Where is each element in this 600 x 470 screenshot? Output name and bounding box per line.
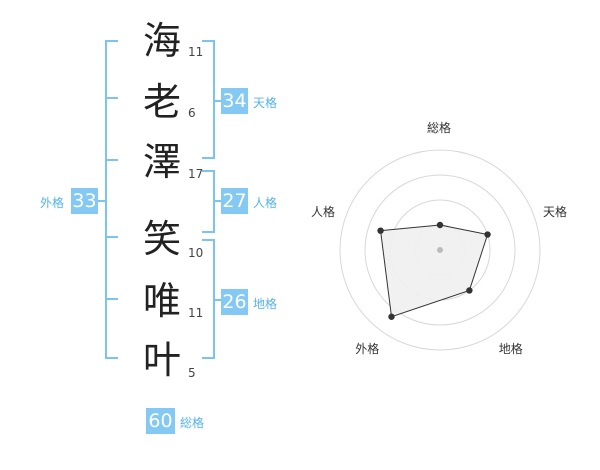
- stroke-count-6: 5: [188, 366, 196, 380]
- radar-point: [388, 313, 395, 320]
- jinkaku-badge: 27: [221, 188, 248, 214]
- stroke-count-4: 10: [188, 246, 204, 260]
- tenkaku-badge: 34: [221, 88, 248, 114]
- radar-axis-label: 外格: [355, 341, 380, 356]
- chikaku-label: 地格: [253, 297, 278, 311]
- tenkaku-bracket: [202, 40, 215, 159]
- stroke-count-2: 6: [188, 106, 196, 120]
- radar-ring: [364, 174, 516, 326]
- radar-point: [436, 221, 444, 229]
- stroke-count-1: 11: [188, 45, 204, 59]
- radar-area: [379, 224, 489, 318]
- tenkaku-label: 天格: [253, 96, 278, 110]
- radar-axis-label: 天格: [543, 205, 568, 220]
- radar-point: [484, 231, 491, 238]
- soukaku-label: 総格: [180, 416, 205, 430]
- gaikaku-bracket: [105, 40, 118, 359]
- stroke-count-3: 17: [188, 167, 204, 181]
- stroke-count-5: 11: [188, 306, 204, 320]
- radar-axis-label: 人格: [310, 205, 335, 220]
- radar-axis-label: 総格: [427, 121, 452, 135]
- radar-center-dot: [437, 247, 443, 253]
- soukaku-badge: 60: [146, 408, 175, 434]
- chikaku-badge: 26: [221, 289, 248, 315]
- gaikaku-badge: 33: [71, 188, 98, 214]
- jinkaku-label: 人格: [253, 196, 278, 210]
- name-char-4: 笑: [142, 217, 181, 261]
- name-char-1: 海: [142, 19, 181, 63]
- radar-point: [377, 227, 384, 234]
- name-char-5: 唯: [142, 279, 181, 323]
- name-char-2: 老: [142, 80, 181, 124]
- radar-point: [466, 287, 473, 294]
- radar-axis-label: 地格: [498, 341, 523, 356]
- radar-ring: [339, 149, 541, 351]
- name-char-3: 澤: [142, 140, 181, 184]
- gaikaku-label: 外格: [40, 196, 65, 210]
- name-char-6: 叶: [142, 338, 181, 382]
